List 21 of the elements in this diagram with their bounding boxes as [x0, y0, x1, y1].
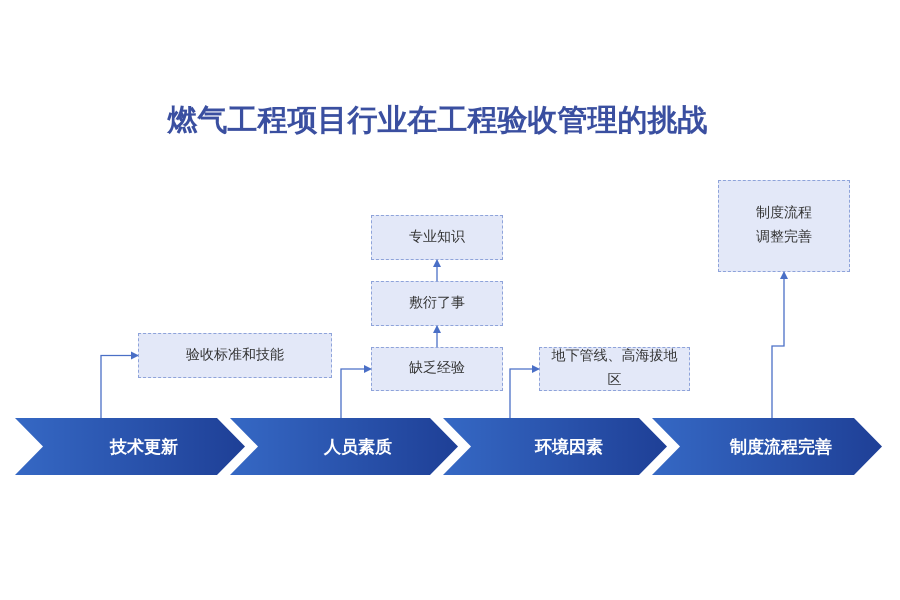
stage-title: 制度流程完善	[730, 436, 832, 458]
text-box: 验收标准和技能	[138, 333, 332, 378]
arrow	[100, 352, 139, 418]
text-box: 制度流程调整完善	[718, 180, 850, 272]
text-box: 敷衍了事	[371, 281, 503, 326]
chevron-shape	[652, 418, 882, 475]
arrow	[771, 271, 788, 418]
text-box: 缺乏经验	[371, 347, 503, 391]
stage-title: 人员素质	[324, 436, 392, 458]
title: 燃气工程项目行业在工程验收管理的挑战	[166, 102, 708, 140]
arrow	[340, 365, 372, 418]
stage-title: 技术更新	[110, 436, 178, 458]
chevron-shape	[443, 418, 667, 475]
arrow	[433, 325, 441, 347]
text-box: 地下管线、高海拔地区	[539, 347, 690, 391]
arrow	[433, 259, 441, 281]
arrow	[509, 365, 540, 418]
chevron-shape	[230, 418, 458, 475]
stage-title: 环境因素	[535, 436, 603, 458]
text-box: 专业知识	[371, 215, 503, 260]
chevron-shape	[15, 418, 245, 475]
